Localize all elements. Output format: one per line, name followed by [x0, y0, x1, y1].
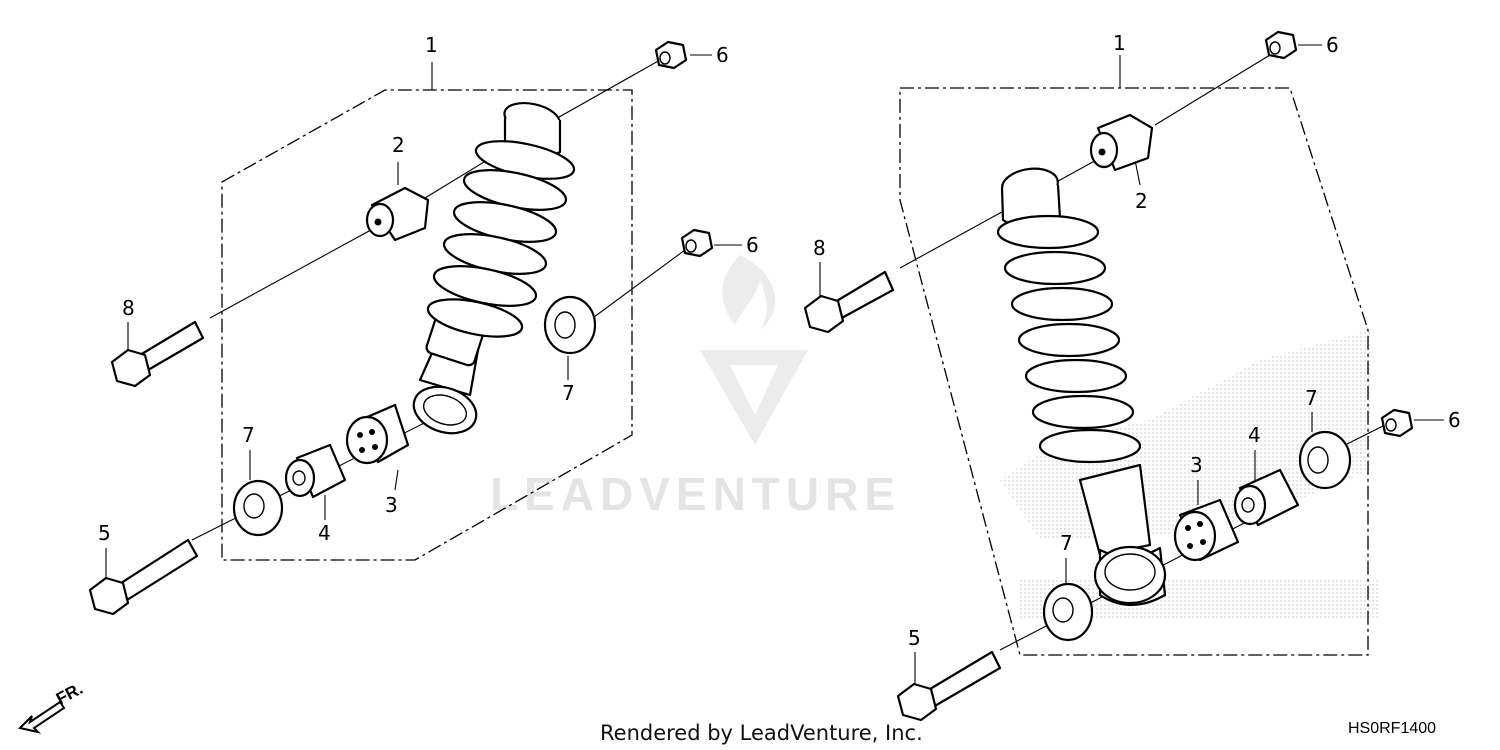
right-callout-4: 4: [1248, 423, 1261, 447]
right-part-7-collar-right: [1298, 430, 1352, 490]
left-shock-absorber: [412, 102, 576, 435]
right-shock-absorber: [996, 167, 1167, 606]
left-part-6-nut-top: [654, 40, 688, 70]
right-callout-7-right: 7: [1305, 386, 1318, 410]
rendered-by-footer: Rendered by LeadVenture, Inc.: [600, 721, 923, 745]
left-shock-assembly: 1 2 3 4 5 6 6 7 7 8: [88, 33, 759, 616]
left-callout-6-mid: 6: [746, 233, 759, 257]
left-callout-6-top: 6: [716, 43, 729, 67]
left-callout-7-left: 7: [242, 423, 255, 447]
left-callout-7-right: 7: [562, 381, 575, 405]
right-shock-assembly: 1 2 3 4 5 6 6 7 7 8: [803, 30, 1461, 722]
right-assembly-frame: [899, 87, 1369, 656]
right-callout-3: 3: [1190, 453, 1203, 477]
left-part-4-sleeve: [284, 443, 347, 499]
right-part-6-nut-top: [1264, 30, 1298, 60]
left-part-5-bolt: [88, 538, 199, 616]
leadventure-watermark: LEADVENTURE: [490, 255, 901, 520]
right-callout-6-side: 6: [1448, 408, 1461, 432]
right-part-2-bush: [1089, 113, 1154, 172]
right-part-5-bolt: [896, 650, 1002, 722]
right-callout-8: 8: [813, 236, 826, 260]
front-arrow-icon: [18, 700, 66, 734]
right-callout-7-left: 7: [1060, 531, 1073, 555]
left-part-6-nut-mid: [680, 228, 714, 258]
left-assembly-frame: [221, 89, 633, 561]
left-part-3-bush: [345, 403, 410, 465]
left-callout-4: 4: [318, 521, 331, 545]
left-part-7-collar-right: [543, 295, 597, 355]
right-part-7-collar-left: [1042, 582, 1094, 642]
front-direction-indicator: FR.: [18, 679, 86, 734]
right-part-8-bolt: [803, 270, 895, 334]
left-callout-2: 2: [392, 133, 405, 157]
right-callout-5: 5: [908, 626, 921, 650]
right-part-3-bush: [1173, 498, 1240, 562]
left-part-2-bush: [365, 186, 430, 242]
diagram-code: HS0RF1400: [1348, 720, 1436, 737]
left-callout-8: 8: [122, 296, 135, 320]
left-callout-3: 3: [385, 493, 398, 517]
right-callout-1: 1: [1113, 31, 1126, 55]
watermark-text: LEADVENTURE: [490, 468, 901, 520]
right-part-4-sleeve: [1233, 468, 1300, 527]
left-callout-5: 5: [98, 521, 111, 545]
left-part-8-bolt: [110, 320, 205, 388]
left-callout-1: 1: [425, 33, 438, 57]
right-callout-2: 2: [1135, 189, 1148, 213]
right-part-6-nut-side: [1380, 408, 1414, 438]
right-callout-6-top: 6: [1326, 33, 1339, 57]
left-part-7-collar-left: [232, 479, 284, 537]
